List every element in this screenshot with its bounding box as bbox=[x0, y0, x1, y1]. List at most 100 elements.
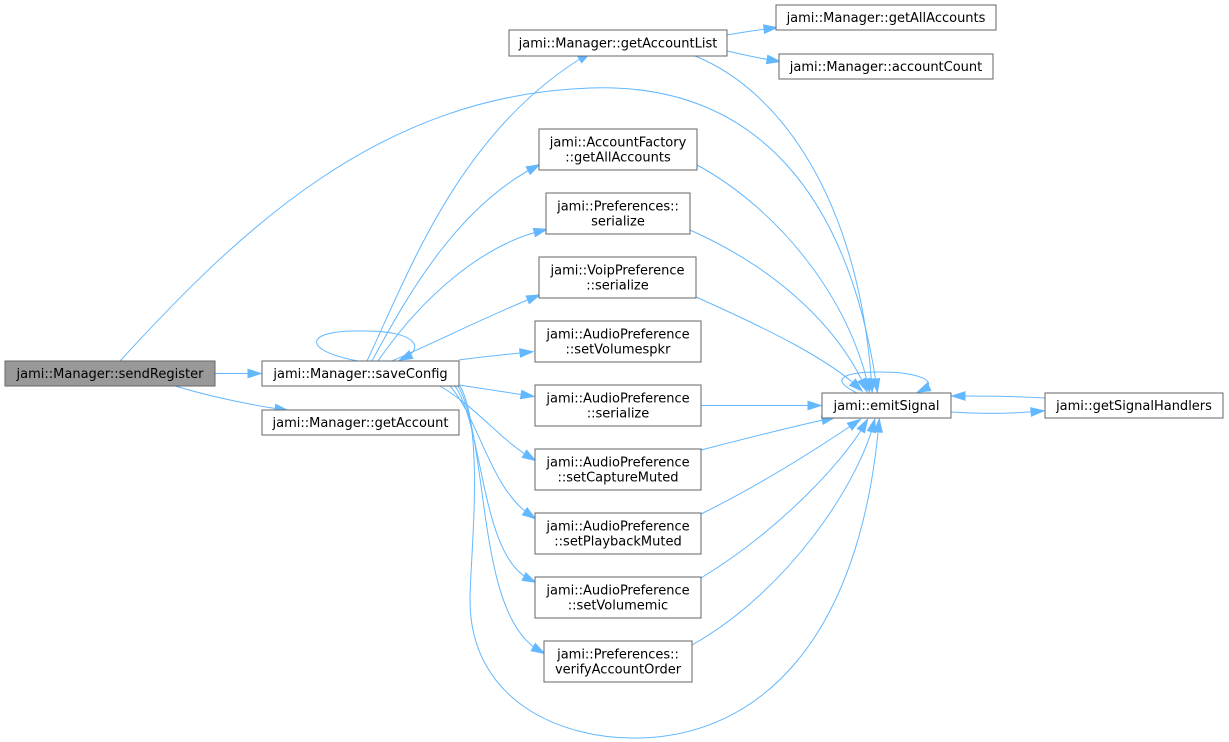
node-label-line: jami::VoipPreference bbox=[550, 264, 685, 279]
edge-line bbox=[700, 417, 833, 451]
edge-line bbox=[174, 385, 286, 411]
edge-line bbox=[366, 53, 589, 362]
arrowhead bbox=[530, 642, 547, 655]
node-emitSignal[interactable]: jami::emitSignal bbox=[821, 392, 952, 419]
node-label-line: ::setPlaybackMuted bbox=[554, 535, 681, 550]
node-setCaptureMuted[interactable]: jami::AudioPreference::setCaptureMuted bbox=[534, 448, 702, 491]
node-getSignalHandlers[interactable]: jami::getSignalHandlers bbox=[1044, 392, 1224, 419]
node-box[interactable] bbox=[545, 192, 691, 235]
edge-getAccountList-to-getAllAccountsMgr bbox=[726, 24, 779, 36]
edge-saveConfig-to-setCaptureMuted bbox=[439, 385, 537, 462]
node-box[interactable] bbox=[4, 360, 216, 387]
edge-line bbox=[371, 165, 538, 362]
node-label-line: jami::Manager::getAccount bbox=[272, 416, 449, 431]
edge-line bbox=[458, 384, 532, 397]
edge-saveConfig-to-setPlaybackMuted bbox=[449, 385, 537, 520]
edge-line bbox=[696, 164, 870, 390]
arrowhead bbox=[1030, 407, 1046, 417]
node-voipSerialize[interactable]: jami::VoipPreference::serialize bbox=[538, 256, 697, 299]
edge-saveConfig-to-saveConfig bbox=[316, 330, 416, 362]
edge-line bbox=[689, 229, 867, 390]
node-box[interactable] bbox=[534, 576, 702, 619]
edge-verifyAccountOrder-to-emitSignal bbox=[691, 417, 877, 646]
node-label-line: ::getAllAccounts bbox=[565, 151, 671, 166]
edge-emitSignal-to-getSignalHandlers bbox=[950, 407, 1046, 417]
node-box[interactable] bbox=[538, 128, 698, 171]
edge-line bbox=[454, 385, 534, 582]
node-getAccount[interactable]: jami::Manager::getAccount bbox=[261, 409, 460, 436]
node-label-line: verifyAccountOrder bbox=[555, 663, 682, 678]
edge-line bbox=[391, 295, 538, 362]
node-label-line: jami::Preferences:: bbox=[556, 200, 679, 215]
node-label-line: ::serialize bbox=[586, 279, 649, 294]
node-label-line: jami::emitSignal bbox=[833, 399, 940, 414]
node-prefSerialize[interactable]: jami::Preferences::serialize bbox=[545, 192, 691, 235]
node-label-line: ::serialize bbox=[587, 407, 650, 422]
edge-line bbox=[458, 351, 531, 361]
node-box[interactable] bbox=[1044, 392, 1224, 419]
arrowhead bbox=[532, 227, 549, 238]
arrowhead bbox=[521, 449, 537, 462]
node-label-line: ::setCaptureMuted bbox=[557, 471, 678, 486]
node-box[interactable] bbox=[534, 512, 702, 555]
node-setVolumemic[interactable]: jami::AudioPreference::setVolumemic bbox=[534, 576, 702, 619]
edge-setVolumemic-to-emitSignal bbox=[700, 418, 869, 579]
node-setPlaybackMuted[interactable]: jami::AudioPreference::setPlaybackMuted bbox=[534, 512, 702, 555]
node-box[interactable] bbox=[534, 320, 702, 363]
arrowhead bbox=[950, 391, 966, 401]
node-box[interactable] bbox=[534, 384, 702, 427]
node-box[interactable] bbox=[261, 409, 460, 436]
arrowhead bbox=[521, 507, 537, 520]
edge-getSignalHandlers-to-emitSignal bbox=[950, 391, 1046, 401]
node-factoryGetAll[interactable]: jami::AccountFactory::getAllAccounts bbox=[538, 128, 698, 171]
node-label-line: jami::Preferences:: bbox=[556, 648, 679, 663]
node-getAccountList[interactable]: jami::Manager::getAccountList bbox=[508, 29, 728, 57]
node-setVolumespkr[interactable]: jami::AudioPreference::setVolumespkr bbox=[534, 320, 702, 363]
node-box[interactable] bbox=[538, 256, 697, 299]
node-audioSerialize[interactable]: jami::AudioPreference::serialize bbox=[534, 384, 702, 427]
node-label-line: jami::AudioPreference bbox=[545, 456, 689, 471]
arrowhead bbox=[763, 24, 779, 35]
edge-voipSerialize-to-emitSignal bbox=[695, 296, 864, 393]
edge-factoryGetAll-to-emitSignal bbox=[696, 164, 872, 394]
node-label-line: jami::Manager::getAccountList bbox=[518, 37, 718, 52]
node-getAllAccountsMgr[interactable]: jami::Manager::getAllAccounts bbox=[775, 4, 997, 31]
edge-line bbox=[377, 229, 545, 362]
node-box[interactable] bbox=[821, 392, 952, 419]
node-box[interactable] bbox=[534, 448, 702, 491]
node-sendRegister[interactable]: jami::Manager::sendRegister bbox=[4, 360, 216, 387]
node-label-line: jami::AudioPreference bbox=[545, 328, 689, 343]
node-box[interactable] bbox=[508, 29, 728, 57]
edge-audioSerialize-to-emitSignal bbox=[701, 400, 823, 411]
edge-line bbox=[119, 87, 878, 390]
node-box[interactable] bbox=[261, 360, 460, 387]
node-box[interactable] bbox=[775, 4, 997, 31]
edge-line bbox=[700, 420, 859, 515]
arrowhead bbox=[519, 389, 536, 400]
node-box[interactable] bbox=[778, 53, 994, 80]
edge-saveConfig-to-verifyAccountOrder bbox=[457, 385, 547, 655]
edge-getAccountList-to-emitSignal bbox=[694, 55, 877, 394]
arrowhead bbox=[765, 54, 782, 65]
node-label-line: jami::getSignalHandlers bbox=[1055, 399, 1212, 414]
node-accountCount[interactable]: jami::Manager::accountCount bbox=[778, 53, 994, 80]
node-label-line: ::setVolumemic bbox=[568, 599, 668, 614]
edge-line bbox=[316, 330, 416, 362]
edge-sendRegister-to-saveConfig bbox=[215, 368, 263, 379]
edge-line bbox=[950, 410, 1042, 414]
node-saveConfig[interactable]: jami::Manager::saveConfig bbox=[261, 360, 460, 387]
edge-saveConfig-to-setVolumespkr bbox=[458, 348, 535, 361]
edge-saveConfig-to-emitSignal bbox=[459, 385, 883, 739]
node-label-line: jami::Manager::getAllAccounts bbox=[786, 11, 986, 26]
node-label-line: jami::Manager::accountCount bbox=[789, 60, 983, 75]
arrowhead bbox=[848, 378, 864, 393]
edges-layer bbox=[119, 24, 1046, 739]
arrowhead bbox=[521, 572, 538, 584]
node-label-line: jami::AudioPreference bbox=[545, 392, 689, 407]
edge-saveConfig-to-audioSerialize bbox=[458, 384, 536, 400]
edge-emitSignal-to-emitSignal bbox=[841, 371, 932, 394]
edge-line bbox=[691, 421, 875, 646]
node-box[interactable] bbox=[543, 640, 693, 683]
node-verifyAccountOrder[interactable]: jami::Preferences::verifyAccountOrder bbox=[543, 640, 693, 683]
arrowhead bbox=[866, 417, 877, 434]
